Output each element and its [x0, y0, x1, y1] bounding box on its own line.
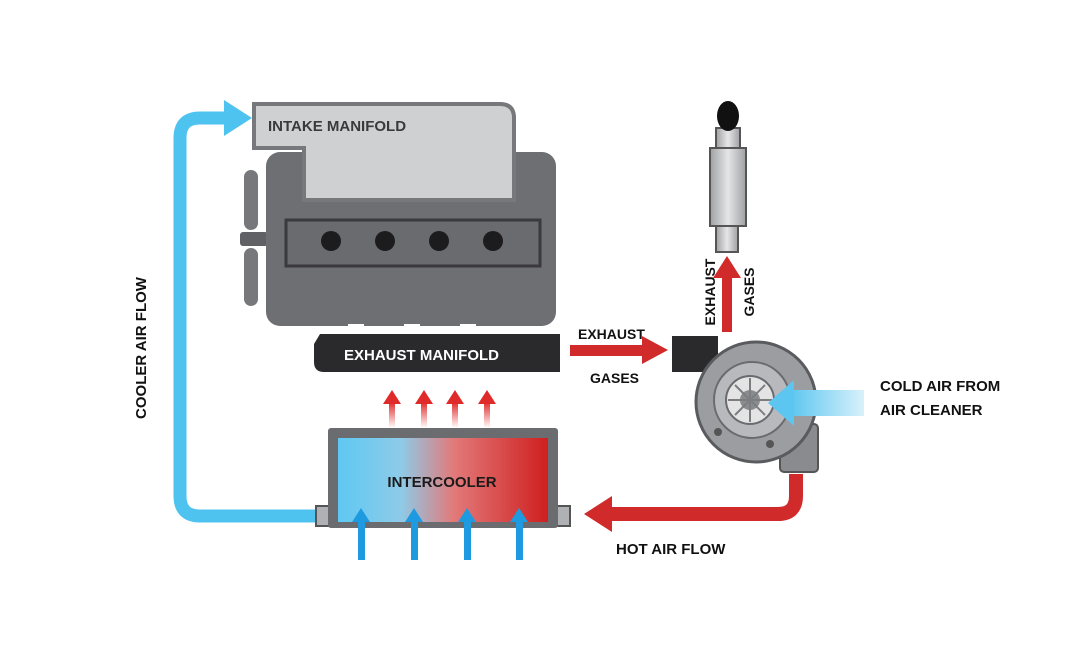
exhaust-vertical-label: EXHAUST: [702, 258, 718, 325]
cooling-air-arrows: [352, 508, 528, 560]
cold-air-label-line1: COLD AIR FROM: [880, 378, 1000, 395]
exhaust-tailpipe: [709, 101, 747, 253]
gases-label: GASES: [590, 370, 639, 386]
cooler-air-flow-label: COOLER AIR FLOW: [133, 276, 150, 419]
intercooler: [315, 428, 571, 528]
cooler-air-arrowhead: [224, 100, 252, 136]
cylinder-markers: [321, 231, 503, 251]
exhaust-gases-arrow: [570, 336, 668, 364]
intake-manifold: [252, 102, 516, 202]
exhaust-label: EXHAUST: [578, 326, 645, 342]
exhaust-manifold-label: EXHAUST MANIFOLD: [344, 347, 499, 364]
exhaust-manifold: [314, 334, 560, 372]
hot-air-flow-label: HOT AIR FLOW: [616, 541, 726, 558]
cooler-air-flow-path: [173, 100, 318, 523]
intake-manifold-label: INTAKE MANIFOLD: [268, 118, 406, 135]
cold-air-arrow: [768, 380, 864, 426]
intercooler-label: INTERCOOLER: [387, 474, 496, 491]
heat-rising-arrows: [383, 390, 496, 428]
gases-vertical-label: GASES: [741, 267, 757, 316]
engine: INTAKE MANIFOLD EXHAUST MANIFOLD: [240, 102, 560, 372]
cold-air-label-line2: AIR CLEANER: [880, 402, 983, 419]
exhaust-up-arrow: [713, 256, 741, 332]
hot-air-flow-path: [584, 474, 803, 532]
fan-icon: [240, 170, 268, 306]
